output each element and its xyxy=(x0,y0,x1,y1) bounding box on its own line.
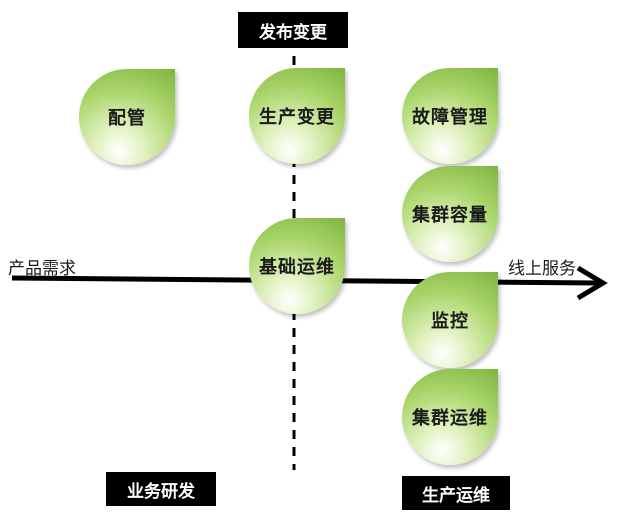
node-cluster-capacity: 集群容量 xyxy=(402,166,498,262)
product-demand-label: 产品需求 xyxy=(8,259,76,279)
production-ops-tag: 生产运维 xyxy=(402,476,510,510)
node-monitor: 监控 xyxy=(402,272,498,368)
online-service-label: 线上服务 xyxy=(508,259,576,279)
node-cluster-ops-label: 集群运维 xyxy=(412,408,488,429)
node-production-change-label: 生产变更 xyxy=(259,107,335,128)
node-monitor-label: 监控 xyxy=(431,311,469,332)
node-peiguan: 配管 xyxy=(79,69,175,165)
node-base-ops-label: 基础运维 xyxy=(259,257,335,278)
node-production-change: 生产变更 xyxy=(249,68,345,164)
node-fault-management-label: 故障管理 xyxy=(412,107,488,128)
arrow-head xyxy=(576,265,608,301)
production-ops-label: 生产运维 xyxy=(422,485,490,506)
node-base-ops: 基础运维 xyxy=(249,218,345,314)
release-change-label: 发布变更 xyxy=(259,22,327,43)
node-cluster-ops: 集群运维 xyxy=(402,369,498,465)
business-dev-label: 业务研发 xyxy=(127,481,195,502)
business-dev-tag: 业务研发 xyxy=(106,472,216,506)
node-peiguan-label: 配管 xyxy=(108,108,146,129)
node-fault-management: 故障管理 xyxy=(402,68,498,164)
release-change-tag: 发布变更 xyxy=(238,12,348,48)
node-cluster-capacity-label: 集群容量 xyxy=(412,205,488,226)
